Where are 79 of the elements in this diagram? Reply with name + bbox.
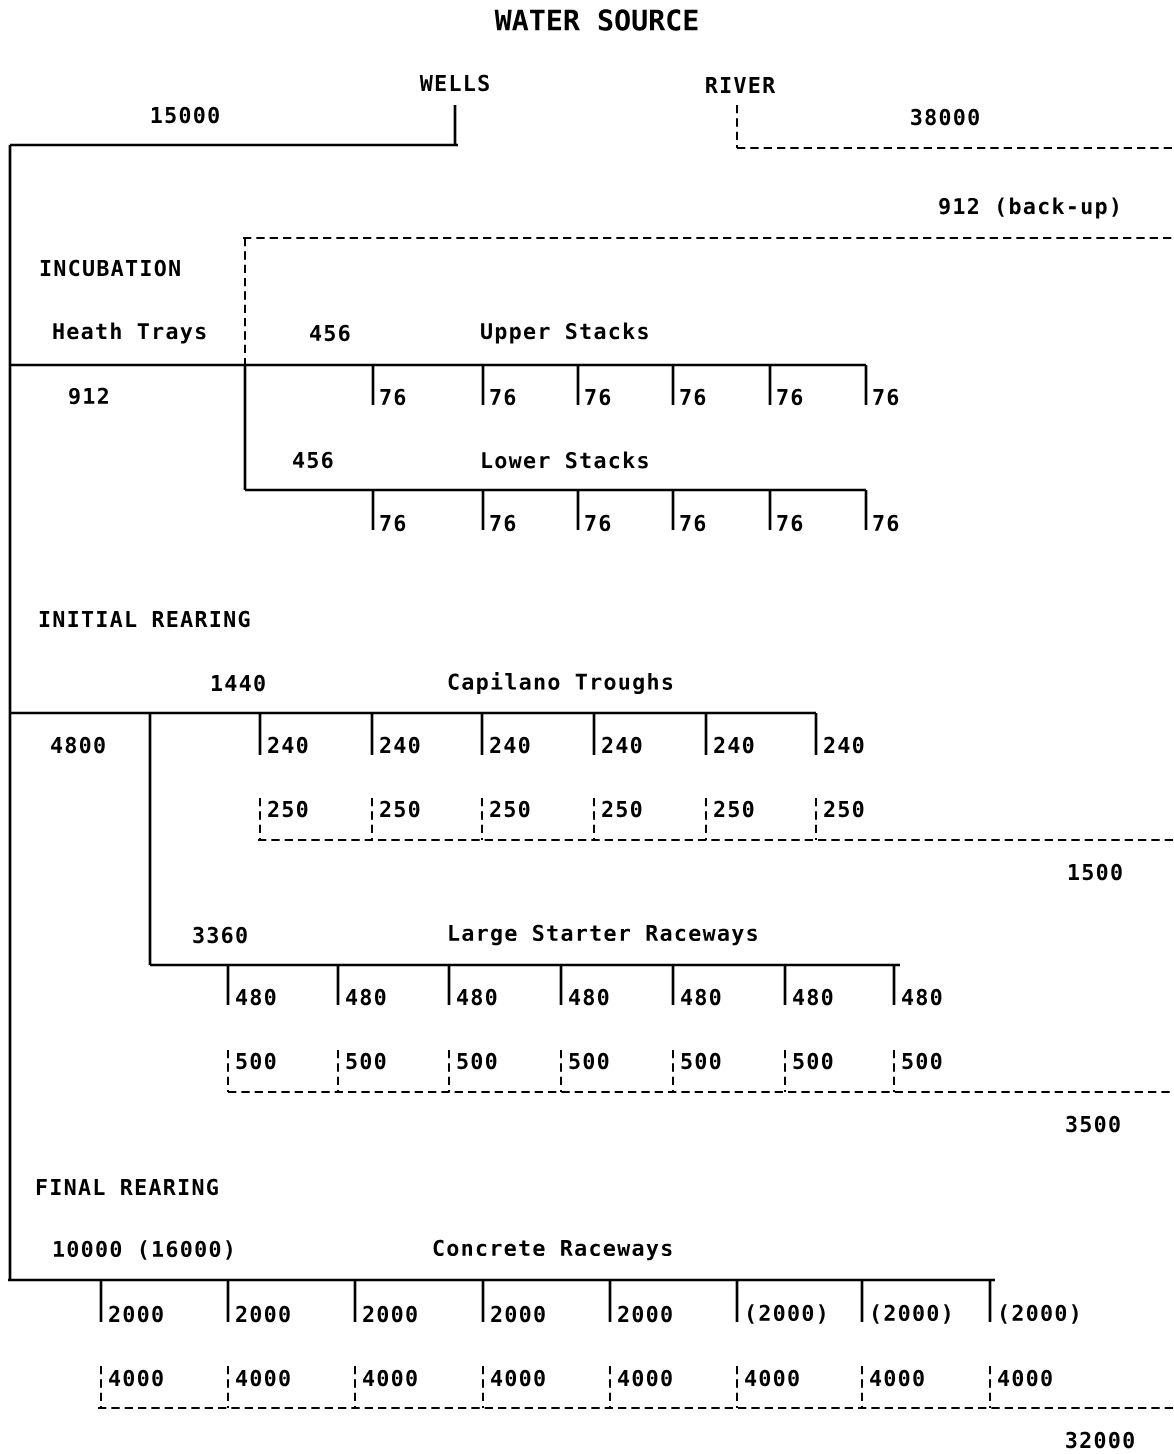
source-label: RIVER — [706, 77, 776, 93]
flow-label: 250 — [602, 800, 642, 818]
flow-label: 76 — [380, 514, 406, 532]
flow-label: 4000 — [745, 1369, 799, 1387]
unit-label: Upper Stacks — [481, 322, 648, 344]
flow-label: 250 — [380, 800, 420, 818]
flow-label: 76 — [490, 514, 516, 532]
flow-label: 456 — [293, 451, 333, 469]
flow-label: (2000) — [748, 1304, 825, 1324]
flow-label: 2000 — [236, 1305, 290, 1323]
flow-label: 480 — [457, 988, 497, 1006]
flow-label: 500 — [457, 1052, 497, 1070]
unit-label: Concrete Raceways — [433, 1239, 672, 1261]
flow-label: 76 — [490, 388, 516, 406]
section-heading: INCUBATION — [40, 259, 180, 277]
flow-label: 76 — [777, 514, 803, 532]
flow-label: 480 — [346, 988, 386, 1006]
flow-label: 480 — [681, 988, 721, 1006]
flow-label: 2000 — [363, 1305, 417, 1323]
flow-label: 480 — [793, 988, 833, 1006]
flow-label: 10000 (16000) — [54, 1240, 232, 1260]
flow-label: 480 — [236, 988, 276, 1006]
section-heading: INITIAL REARING — [39, 610, 250, 628]
flow-label: 912 — [69, 387, 108, 405]
flow-label: 500 — [681, 1052, 721, 1070]
flow-label: 2000 — [618, 1305, 672, 1323]
flow-label: 15000 — [151, 106, 219, 124]
flow-label: 250 — [268, 800, 308, 818]
flow-label: 250 — [490, 800, 530, 818]
flow-label: 1440 — [212, 674, 265, 692]
flow-label: 4000 — [491, 1369, 545, 1387]
flow-label: 1500 — [1068, 863, 1122, 881]
flow-label: 3360 — [193, 926, 247, 944]
flow-label: 500 — [569, 1052, 609, 1070]
flow-label: 3500 — [1066, 1115, 1120, 1133]
flow-label: 4000 — [236, 1369, 290, 1387]
unit-label: Heath Trays — [53, 322, 206, 344]
flow-label: 76 — [380, 388, 406, 406]
flow-label: 4000 — [109, 1369, 163, 1387]
flow-label: 240 — [714, 736, 754, 754]
flow-label: 38000 — [911, 108, 979, 126]
flow-label: 250 — [824, 800, 864, 818]
flow-label: 456 — [310, 324, 350, 342]
flow-label: 480 — [902, 988, 942, 1006]
flow-label: 76 — [777, 388, 803, 406]
flow-label: 4000 — [870, 1369, 924, 1387]
flow-label: (2000) — [1001, 1304, 1078, 1324]
unit-label: Lower Stacks — [482, 451, 648, 469]
flow-label: 500 — [346, 1052, 386, 1070]
flow-label: 2000 — [491, 1305, 545, 1323]
flow-label: 76 — [873, 514, 899, 532]
flow-label: 500 — [236, 1052, 276, 1070]
flow-label: 76 — [585, 514, 611, 532]
flow-label: 240 — [268, 736, 308, 754]
flow-label: 2000 — [109, 1305, 163, 1323]
flow-label: (2000) — [873, 1304, 950, 1324]
flow-label: 250 — [714, 800, 754, 818]
flow-label: 4000 — [998, 1369, 1052, 1387]
unit-label: Large Starter Raceways — [449, 924, 757, 946]
flow-label: 4000 — [618, 1369, 672, 1387]
flow-label: 480 — [569, 988, 609, 1006]
flow-label: 240 — [602, 736, 642, 754]
flow-label: 32000 — [1066, 1431, 1134, 1449]
unit-label: Capilano Troughs — [448, 671, 673, 695]
flow-label: 500 — [793, 1052, 833, 1070]
flow-label: 76 — [873, 388, 899, 406]
flow-label: 76 — [680, 388, 706, 406]
flow-label: 240 — [824, 736, 864, 754]
flow-label: 912 (back-up) — [939, 197, 1118, 219]
title: WATER SOURCE — [494, 9, 698, 31]
flow-label: 4800 — [51, 736, 105, 754]
flow-label: 76 — [680, 514, 706, 532]
flow-label: 4000 — [363, 1369, 417, 1387]
flow-label: 240 — [380, 736, 420, 754]
source-label: WELLS — [419, 74, 489, 92]
flow-label: 500 — [902, 1052, 942, 1070]
section-heading: FINAL REARING — [36, 1178, 218, 1196]
flow-label: 76 — [585, 388, 611, 406]
flow-label: 240 — [490, 736, 530, 754]
